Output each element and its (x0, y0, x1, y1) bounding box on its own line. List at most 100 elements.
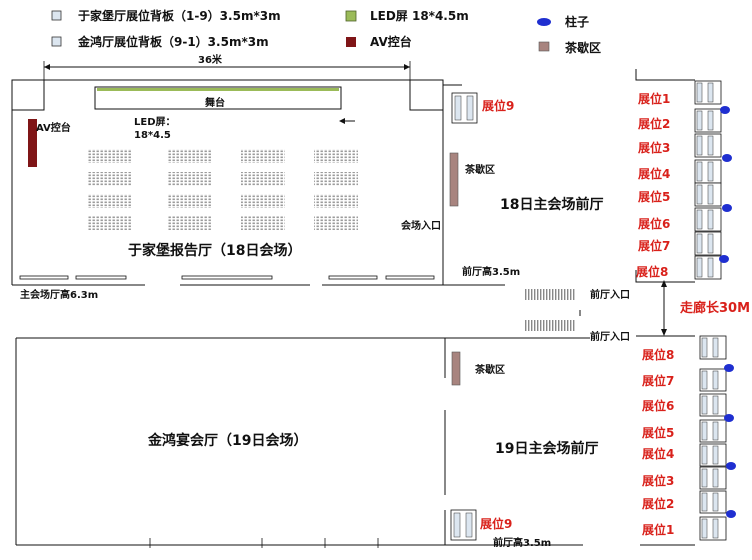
foyer-entrance-1: 前厅入口 (590, 288, 630, 301)
door-panel (385, 275, 435, 280)
led-swatch (345, 10, 357, 22)
tea-break-18-label: 茶歇区 (464, 163, 495, 176)
pillar-icon (722, 154, 732, 162)
foyer-19: 茶歇区 19日主会场前厅 展位9 前厅高3.5m (445, 337, 598, 549)
booth-label: 展位4 (638, 166, 670, 181)
foyer-19-label: 19日主会场前厅 (495, 440, 598, 457)
backboard (454, 95, 462, 121)
booth-label: 展位6 (638, 216, 670, 231)
seat-block (168, 216, 212, 230)
tea-break-19 (451, 351, 461, 386)
booth-label: 展位3 (642, 473, 674, 488)
tea-swatch (538, 41, 550, 52)
hall-18-name: 于家堡报告厅（18日会场） (128, 242, 301, 259)
seat-block (314, 172, 358, 186)
booth-label: 展位1 (642, 522, 674, 537)
booth-label: 展位5 (638, 189, 670, 204)
corridor: 前厅入口 前厅入口 走廊长30M (525, 280, 750, 343)
seat-block (314, 216, 358, 230)
legend-led-screen: LED屏 18*4.5m (370, 9, 469, 23)
backboard-swatch (51, 36, 62, 47)
seat-block (168, 194, 212, 208)
pillar-icon (719, 255, 729, 263)
booth-label: 展位1 (638, 91, 670, 106)
hall-18: 舞台 AV控台 LED屏： 18*4.5 于家 (11, 79, 444, 301)
stairs (525, 289, 575, 300)
booth-label: 展位2 (642, 496, 674, 511)
hall-19: 金鸿宴会厅（19日会场） (15, 337, 446, 548)
seat-block (241, 194, 285, 208)
seat-block (88, 194, 132, 208)
pillar-icon (724, 414, 734, 422)
arrow-head-icon (339, 118, 345, 124)
seat-block (88, 149, 132, 163)
seat-block (314, 149, 358, 163)
legend-pillar: 柱子 (565, 14, 589, 29)
seat-block (88, 172, 132, 186)
foyer-18-height: 前厅高3.5m (462, 265, 520, 278)
led-label-line1: LED屏： (134, 116, 176, 128)
corner-block-left (11, 79, 45, 111)
pillar-icon (726, 510, 736, 518)
booth-label: 展位3 (638, 140, 670, 155)
dimension-36m: 36米 (43, 53, 411, 84)
legend-yujiabao-backboard: 于家堡厅展位背板（1-9）3.5m*3m (78, 8, 281, 23)
legend: 于家堡厅展位背板（1-9）3.5m*3m 金鸿厅展位背板（9-1）3.5m*3m… (51, 8, 601, 55)
stage-label: 舞台 (205, 96, 225, 109)
foyer-entrance-2: 前厅入口 (590, 330, 630, 343)
booth-9-top-label: 展位9 (482, 98, 514, 113)
door-panel (19, 275, 69, 280)
pillar-icon (724, 364, 734, 372)
booth-label: 展位6 (642, 398, 674, 413)
door-panel (328, 275, 378, 280)
legend-jinhong-backboard: 金鸿厅展位背板（9-1）3.5m*3m (77, 34, 269, 49)
foyer-18: 展位9 茶歇区 18日主会场前厅 前厅高3.5m (443, 84, 603, 286)
hall-19-name: 金鸿宴会厅（19日会场） (147, 432, 307, 449)
backboard (466, 95, 474, 121)
seat-block (314, 194, 358, 208)
right-booths-bottom: 展位8 展位7 展位6 展位5 展位4 展位3 展位2 展位1 (636, 335, 736, 546)
foyer-19-height: 前厅高3.5m (493, 536, 551, 549)
tea-break-19-label: 茶歇区 (474, 363, 505, 376)
booth-label: 展位8 (636, 264, 668, 279)
pillar-icon (720, 106, 730, 114)
door-panel (75, 275, 127, 280)
seating-area (88, 149, 358, 230)
pillar-swatch (537, 18, 551, 26)
booth-label: 展位4 (642, 446, 674, 461)
legend-av-console: AV控台 (370, 34, 412, 49)
tea-break-18 (449, 152, 459, 207)
legend-tea-break: 茶歇区 (564, 40, 601, 55)
stairs (525, 320, 575, 331)
stage (94, 86, 342, 110)
backboard-swatch (51, 10, 62, 21)
booth-label: 展位7 (638, 238, 670, 253)
right-booths-top: 展位1 展位2 展位3 展位4 展位5 展位6 展位7 展位8 (635, 69, 732, 283)
seat-block (168, 172, 212, 186)
pillar-icon (726, 462, 736, 470)
booth-label: 展位2 (638, 116, 670, 131)
seat-block (241, 216, 285, 230)
corridor-length: 走廊长30M (680, 300, 750, 316)
booth-label: 展位7 (642, 373, 674, 388)
av-console-label: AV控台 (36, 121, 71, 134)
booth-label: 展位5 (642, 425, 674, 440)
pillar-icon (722, 204, 732, 212)
seat-block (88, 216, 132, 230)
foyer-18-label: 18日主会场前厅 (500, 196, 603, 213)
hall-18-entrance: 会场入口 (401, 219, 441, 232)
backboard (453, 512, 461, 538)
av-swatch (346, 37, 356, 47)
dimension-36m-label: 36米 (198, 53, 223, 66)
hall-18-height: 主会场厅高6.3m (20, 288, 98, 301)
booth-label: 展位8 (642, 347, 674, 362)
corner-block-right (409, 79, 444, 111)
led-screen (97, 88, 339, 91)
seat-block (168, 149, 212, 163)
led-label-line2: 18*4.5 (134, 130, 171, 141)
door-panel (181, 275, 273, 280)
seat-block (241, 172, 285, 186)
av-console (28, 119, 37, 167)
booth-9-bottom-label: 展位9 (480, 516, 512, 531)
